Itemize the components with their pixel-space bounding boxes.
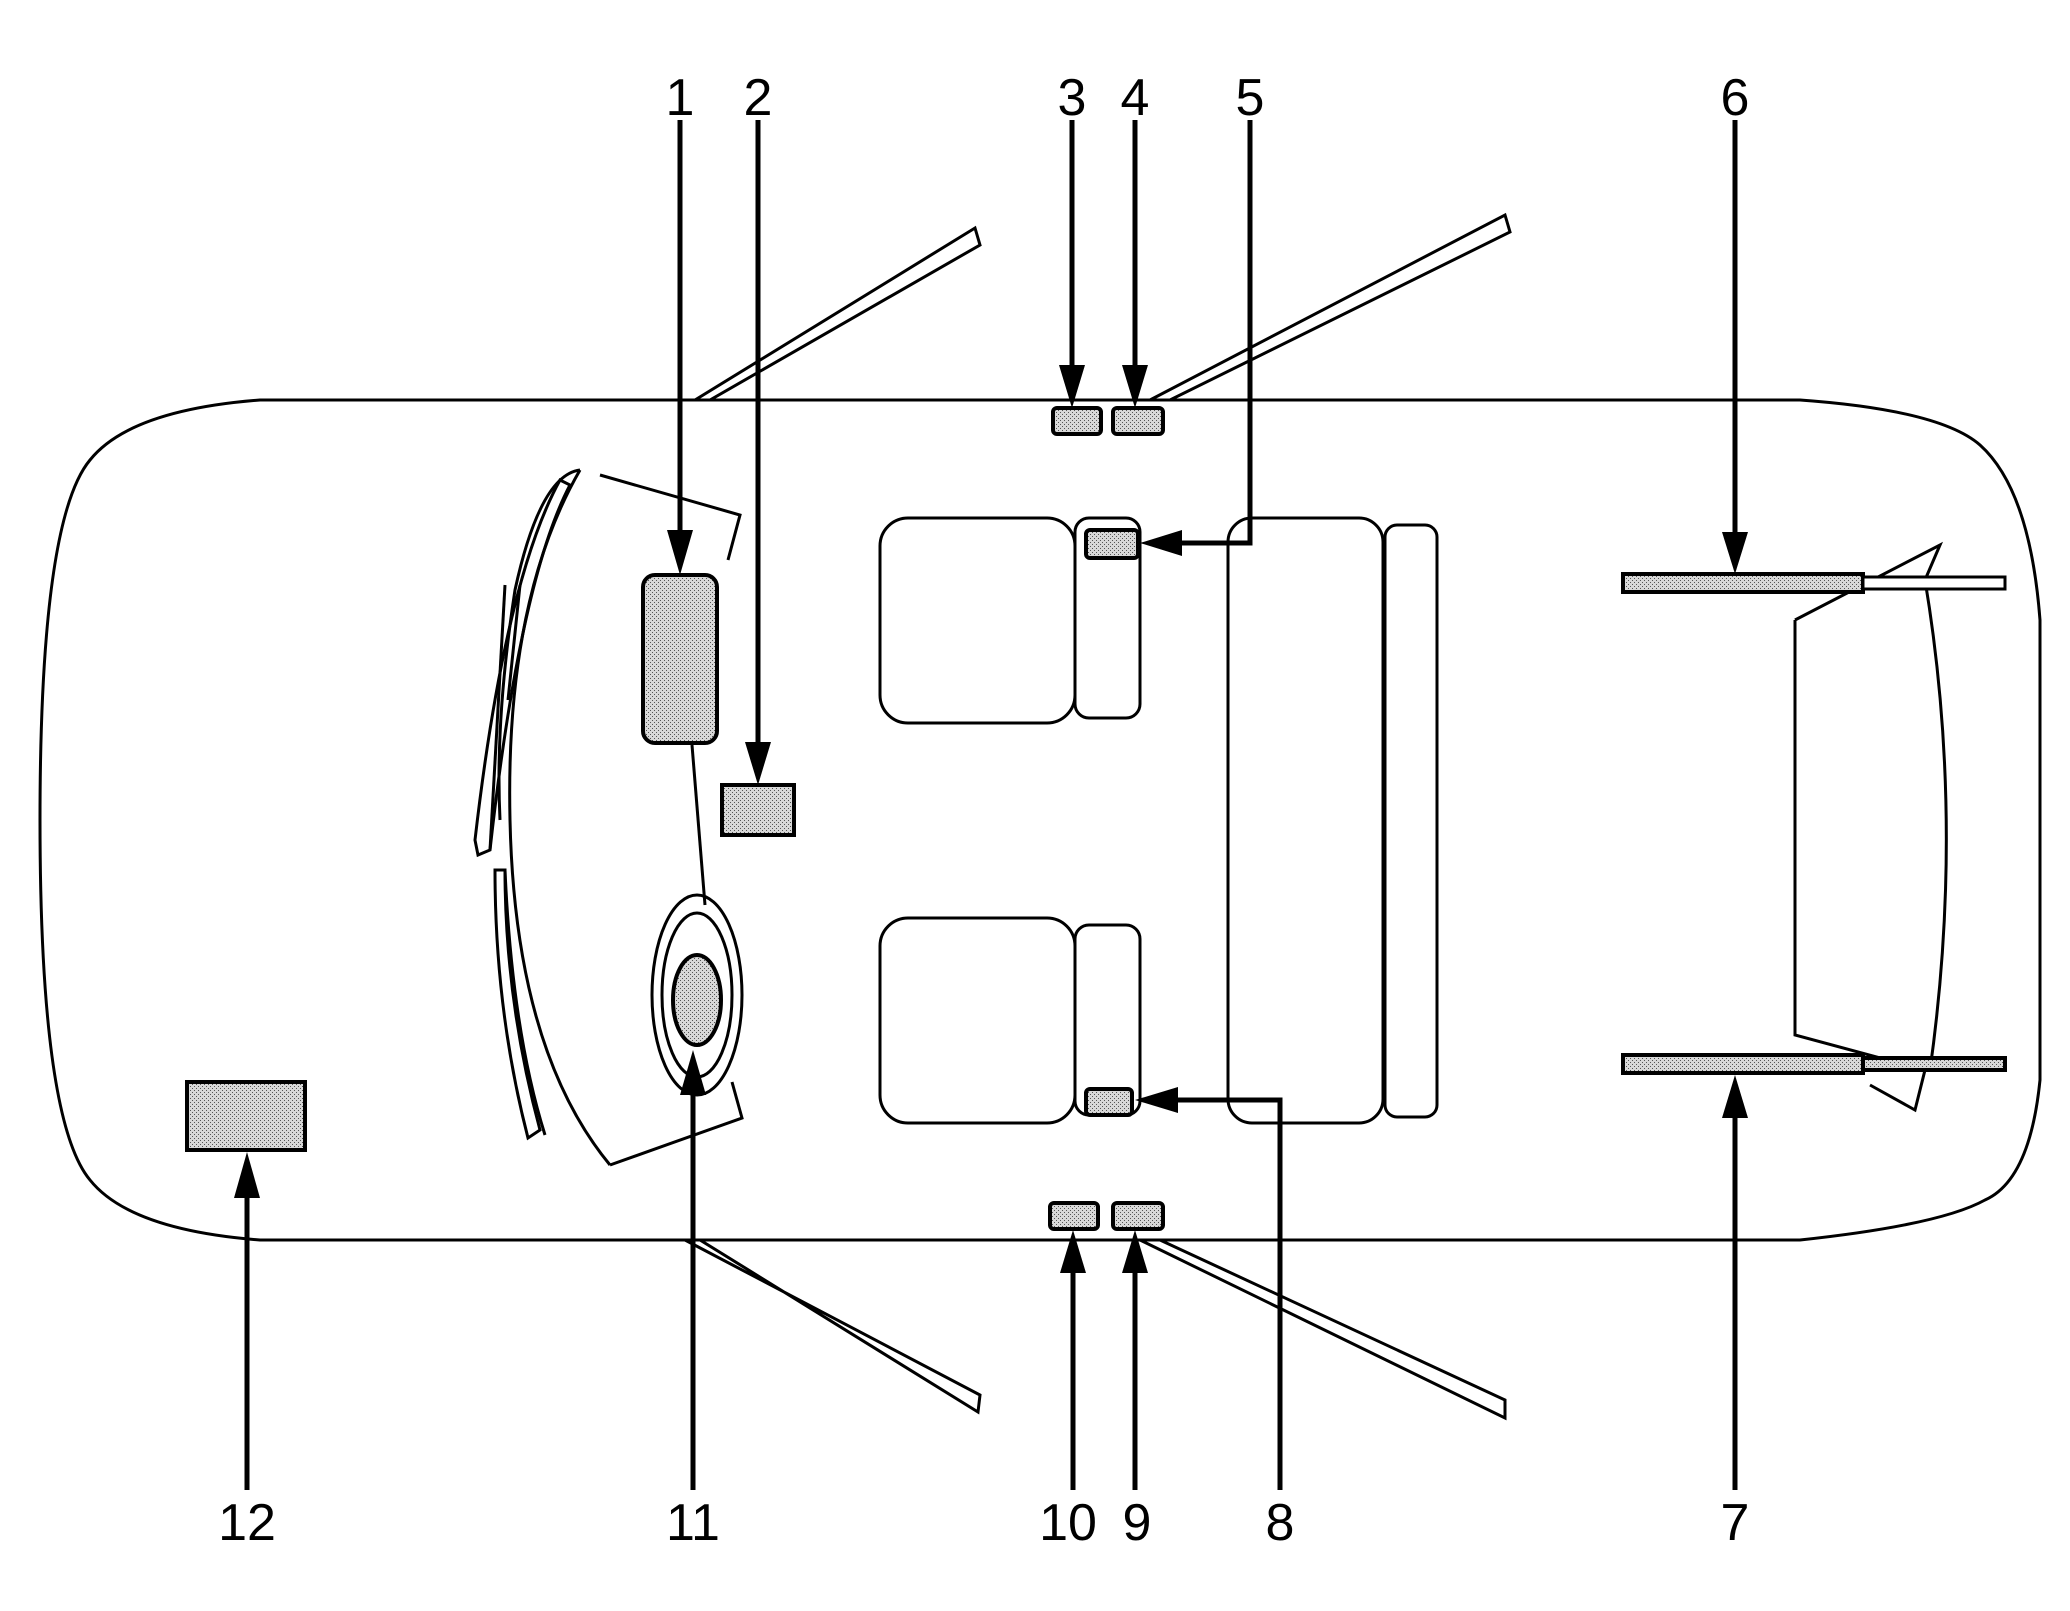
component-7 bbox=[1621, 1053, 1865, 1075]
component-11 bbox=[671, 953, 723, 1047]
callout-4: 4 bbox=[1121, 69, 1150, 127]
component-4 bbox=[1111, 406, 1165, 436]
rear-seat bbox=[1226, 516, 1439, 1125]
component-6 bbox=[1621, 572, 1865, 594]
component-8 bbox=[1084, 1087, 1134, 1117]
callout-12: 12 bbox=[218, 1494, 276, 1552]
component-10 bbox=[1048, 1201, 1100, 1231]
callout-11: 11 bbox=[666, 1494, 720, 1552]
front-right-door bbox=[684, 1238, 982, 1415]
component-6-strip bbox=[1861, 575, 2007, 591]
wipers bbox=[473, 478, 573, 1141]
components bbox=[185, 406, 2007, 1231]
component-5 bbox=[1084, 528, 1140, 560]
leader-lines bbox=[234, 120, 1748, 1490]
callout-9: 9 bbox=[1123, 1494, 1152, 1552]
callout-10: 10 bbox=[1039, 1494, 1097, 1552]
instrument-panel bbox=[497, 468, 744, 1167]
callout-1: 1 bbox=[666, 69, 695, 127]
callout-8: 8 bbox=[1266, 1494, 1295, 1552]
callout-2: 2 bbox=[744, 69, 773, 127]
component-1 bbox=[641, 573, 719, 745]
rear-left-door bbox=[1149, 212, 1512, 402]
rear-right-door bbox=[1139, 1238, 1507, 1421]
callout-7: 7 bbox=[1721, 1494, 1750, 1552]
front-left-door bbox=[689, 225, 982, 402]
callout-6: 6 bbox=[1721, 69, 1750, 127]
component-2 bbox=[720, 783, 796, 837]
component-12 bbox=[185, 1080, 307, 1152]
callout-5: 5 bbox=[1236, 69, 1265, 127]
callout-3: 3 bbox=[1058, 69, 1087, 127]
component-7-strip bbox=[1861, 1056, 2007, 1072]
callout-labels: 1 2 3 4 5 6 7 8 9 10 11 12 bbox=[218, 69, 1749, 1552]
component-3 bbox=[1051, 406, 1103, 436]
front-right-seat bbox=[878, 916, 1142, 1125]
component-9 bbox=[1111, 1201, 1165, 1231]
front-left-seat bbox=[878, 516, 1142, 725]
